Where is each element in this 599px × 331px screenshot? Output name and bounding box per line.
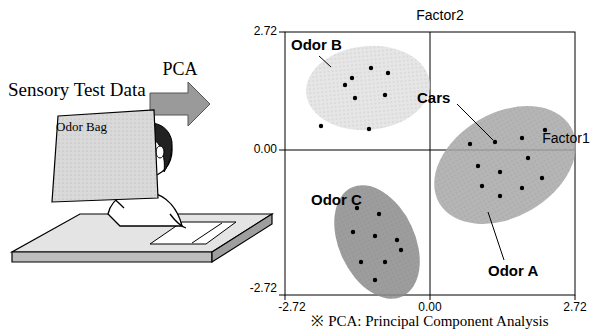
cluster-texture <box>303 41 434 135</box>
data-point <box>520 136 524 140</box>
cluster-texture <box>413 82 597 248</box>
data-point <box>386 71 390 75</box>
data-point <box>383 93 387 97</box>
data-point <box>468 142 472 146</box>
data-point <box>395 238 399 242</box>
cluster-ellipse <box>413 82 597 248</box>
data-point <box>526 156 530 160</box>
cluster-label: Odor A <box>488 263 538 280</box>
tick <box>430 295 431 300</box>
tick <box>279 150 285 151</box>
desk-edge <box>12 252 212 262</box>
tick <box>279 295 285 296</box>
tick-value: 0.00 <box>418 301 441 314</box>
axis-title: Factor2 <box>416 8 463 23</box>
callout-label: Cars <box>417 90 450 107</box>
paper-fold <box>192 223 222 243</box>
node-shape <box>400 100 580 285</box>
data-point <box>377 212 381 216</box>
odor-bag: Odor Bag <box>50 110 160 206</box>
cluster-ellipse <box>303 41 434 135</box>
data-point <box>351 230 355 234</box>
data-point <box>493 140 497 144</box>
tick-value: 0.00 <box>254 143 277 156</box>
odor-cluster: Odor C <box>305 188 425 293</box>
leader-line <box>457 104 493 140</box>
data-point <box>343 83 347 87</box>
bag-texture <box>52 110 158 202</box>
axis-title: Factor1 <box>542 131 589 146</box>
person-ear <box>156 146 164 158</box>
data-point <box>520 186 524 190</box>
cluster-label: Odor B <box>291 37 342 54</box>
data-point <box>480 184 484 188</box>
cluster-label: Odor Bag <box>56 120 107 134</box>
data-point <box>540 176 544 180</box>
tick-value: -2.72 <box>250 282 277 295</box>
tick-value: 2.72 <box>254 25 277 38</box>
tick <box>575 295 576 300</box>
leader-line <box>319 56 331 67</box>
bag-outline <box>52 110 158 202</box>
tick <box>285 295 286 300</box>
data-point <box>399 248 403 252</box>
data-point <box>373 234 377 238</box>
desk-side <box>212 214 272 262</box>
tick-value: 2.72 <box>563 301 586 314</box>
data-point <box>383 260 387 264</box>
leader-line <box>488 212 504 260</box>
data-point <box>350 76 354 80</box>
data-point <box>359 260 363 264</box>
pca-arrow <box>150 82 210 126</box>
data-point <box>373 278 377 282</box>
data-point <box>476 164 480 168</box>
data-point <box>498 194 502 198</box>
data-point <box>367 127 371 131</box>
person-arm <box>170 214 186 228</box>
arrow-label: PCA <box>162 60 197 80</box>
odor-cluster: Odor A <box>400 100 580 285</box>
axis-line <box>430 32 431 295</box>
caption: ※ PCA: Principal Component Analysis <box>311 313 548 330</box>
cluster-label: Odor C <box>311 192 362 209</box>
data-point <box>353 96 357 100</box>
data-point <box>319 124 323 128</box>
odor-cluster: Odor B <box>285 35 435 140</box>
data-point <box>369 66 373 70</box>
tick <box>279 32 285 33</box>
input-title: Sensory Test Data <box>8 80 146 101</box>
data-point <box>498 170 502 174</box>
tick-value: -2.72 <box>278 301 305 314</box>
